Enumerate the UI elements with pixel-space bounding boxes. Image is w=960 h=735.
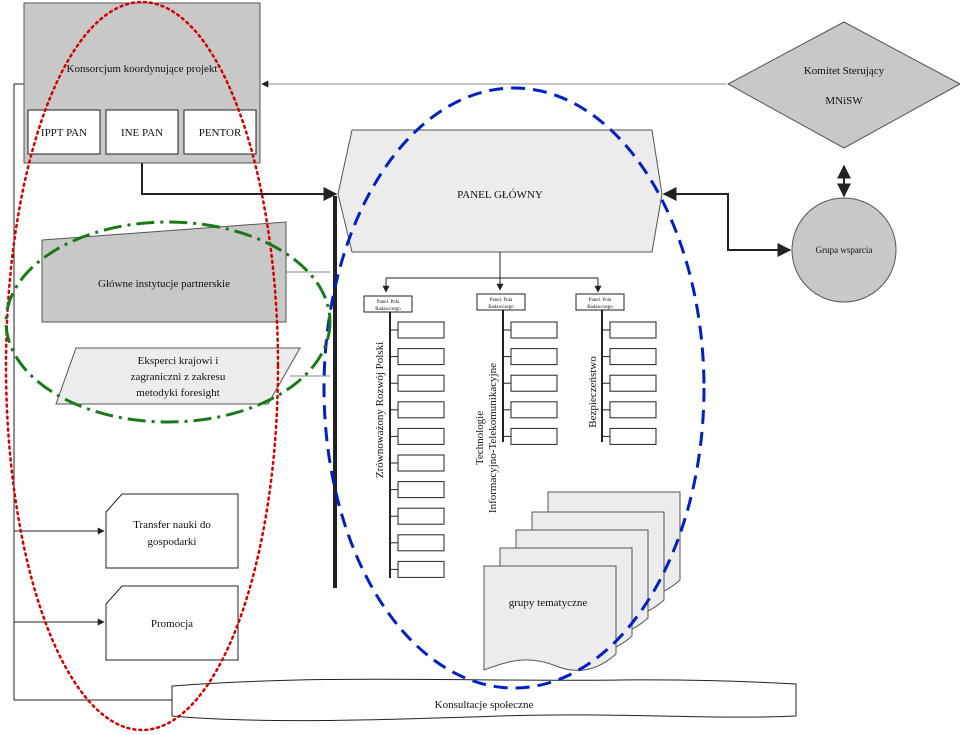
field-panel-header-1: Panel. Pola Badawczego [363,295,413,313]
svg-text:Panel. Pola: Panel. Pola [490,298,513,303]
svg-text:Badawczego: Badawczego [488,305,514,310]
consultations-box: Konsultacje społeczne [171,678,797,722]
field-panel-header-3: Panel. Pola Badawczego [575,293,625,311]
leaf-box [397,401,445,419]
thematic-groups-label: grupy tematyczne [509,597,588,609]
experts-line-3: metodyki foresight [136,387,219,399]
leaf-box [609,427,657,445]
red-dotted-ellipse [4,0,280,732]
leaf-box [397,507,445,525]
leaf-box [397,374,445,392]
consortium-box: Konsorcjum koordynujące projekt IPPT PAN… [23,2,261,164]
field-label-2a: Technologie [474,411,486,465]
transfer-line-2: gospodarki [148,536,197,548]
main-panel-label: PANEL GŁÓWNY [457,189,543,201]
leaf-box [609,321,657,339]
main-panel: PANEL GŁÓWNY [337,129,663,253]
svg-text:Badawczego: Badawczego [587,305,613,310]
transfer-line-1: Transfer nauki do [133,519,211,531]
partners-box: Główne instytucje partnerskie [41,221,287,323]
field-column-3 [601,310,657,445]
support-group-label: Grupa wsparcia [816,245,873,255]
svg-text:Badawczego: Badawczego [375,307,401,312]
leaf-box [397,534,445,552]
leaf-box [510,348,558,366]
steering-committee-diamond: Komitet Sterujący MNiSW [726,21,960,149]
member-pentor: PENTOR [199,127,242,139]
panel-branches [382,252,602,293]
steering-title: Komitet Sterujący [804,65,885,77]
svg-text:Panel. Pola: Panel. Pola [589,298,612,303]
leaf-box [609,348,657,366]
field-label-2b: Informacyjno-Telekomunikacyjne [487,363,499,513]
field-label-1: Zrównoważony Rozwój Polski [374,342,386,478]
green-dashdot-ellipse [4,220,332,424]
leaf-box [510,427,558,445]
transfer-box: Transfer nauki do gospodarki [105,493,239,569]
leaf-box [609,401,657,419]
consortium-to-panel-arrow [141,163,338,201]
leaf-box [609,374,657,392]
member-ippt: IPPT PAN [41,127,87,139]
leaf-box [510,401,558,419]
thematic-groups-stack: grupy tematyczne [483,491,681,671]
field-panel-header-2: Panel. Pola Badawczego [476,293,526,311]
leaf-box [397,348,445,366]
svg-text:Panel. Pola: Panel. Pola [377,300,400,305]
field-column-2 [502,310,558,445]
promotion-label: Promocja [151,618,193,630]
consortium-title: Konsorcjum koordynujące projekt [67,63,218,75]
member-ine: INE PAN [121,127,163,139]
promotion-box: Promocja [105,585,239,661]
steering-sub: MNiSW [825,95,863,107]
leaf-box [510,374,558,392]
leaf-box [397,454,445,472]
consultations-label: Konsultacje społeczne [435,699,534,711]
blue-dashed-ellipse [322,86,706,690]
panel-support-arrow [662,187,792,257]
experts-line-2: zagraniczni z zakresu [131,371,226,383]
field-column-1 [389,312,445,578]
experts-box: Eksperci krajowi i zagraniczni z zakresu… [55,347,301,405]
support-group-circle: Grupa wsparcia [791,197,897,303]
field-label-3: Bezpieczeństwo [587,356,599,428]
leaf-box [510,321,558,339]
leaf-box [397,560,445,578]
leaf-box [397,427,445,445]
leaf-box [397,321,445,339]
experts-line-1: Eksperci krajowi i [138,355,219,367]
leaf-box [397,481,445,499]
partners-label: Główne instytucje partnerskie [98,278,230,290]
